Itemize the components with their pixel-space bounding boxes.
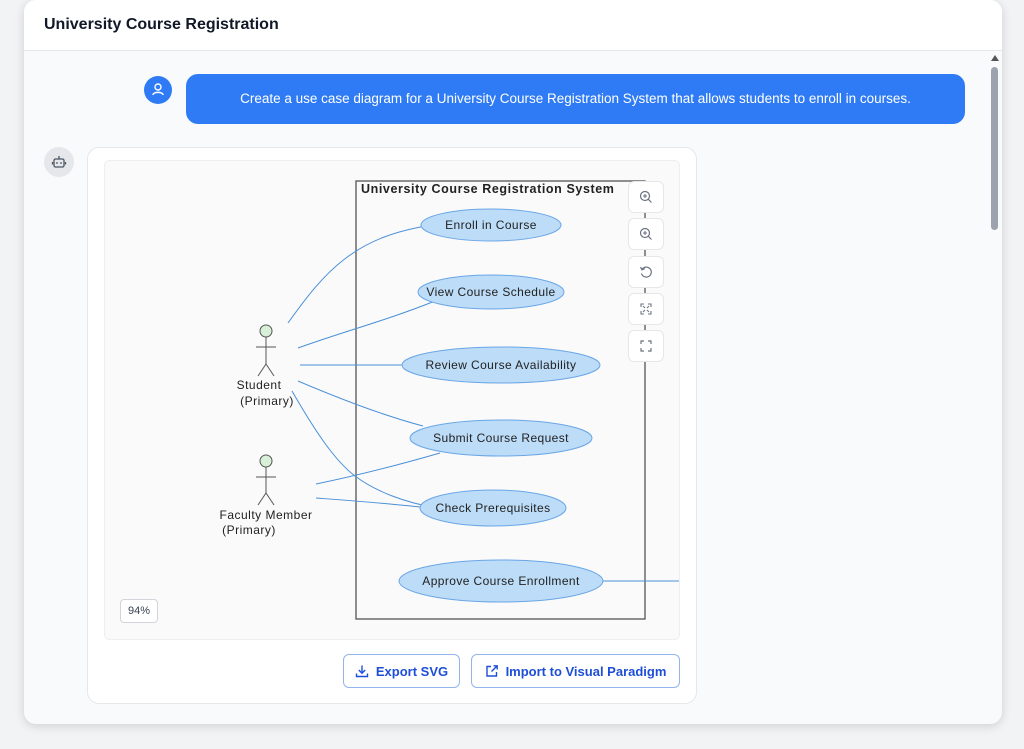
user-icon xyxy=(152,83,164,96)
export-svg-label: Export SVG xyxy=(375,663,449,679)
system-boundary xyxy=(355,180,646,620)
fit-icon xyxy=(640,303,652,315)
use-case-submit-request xyxy=(409,419,593,457)
connector xyxy=(297,300,436,349)
scroll-thumb[interactable] xyxy=(991,67,998,230)
vertical-scrollbar[interactable] xyxy=(988,51,1002,724)
connectors xyxy=(287,224,679,582)
actor-faculty-label: Faculty Member xyxy=(219,508,312,522)
external-link-icon xyxy=(485,665,498,677)
diagram-canvas[interactable]: University Course Registration System xyxy=(104,160,680,640)
system-title: University Course Registration System xyxy=(361,182,615,196)
use-case-label: Approve Course Enrollment xyxy=(422,574,580,588)
actor-student-role: (Primary) xyxy=(240,394,294,408)
zoom-out-button[interactable] xyxy=(628,218,664,250)
reset-icon xyxy=(639,266,652,278)
use-case-label: Review Course Availability xyxy=(426,358,577,372)
use-case-enroll xyxy=(420,208,562,242)
connector xyxy=(291,390,439,509)
export-svg-button[interactable]: Export SVG xyxy=(343,654,460,688)
use-case-diagram: University Course Registration System xyxy=(219,180,679,620)
download-icon xyxy=(355,665,369,678)
use-case-label: Enroll in Course xyxy=(445,218,537,232)
actor-student-label: Student xyxy=(237,378,282,392)
fullscreen-icon xyxy=(640,340,652,352)
robot-icon xyxy=(51,156,67,168)
zoom-in-button[interactable] xyxy=(628,181,664,213)
chat-area: Create a use case diagram for a Universi… xyxy=(24,51,1002,724)
fullscreen-button[interactable] xyxy=(628,330,664,362)
use-case-label: Submit Course Request xyxy=(433,431,569,445)
bot-avatar xyxy=(44,147,74,177)
use-case-approve xyxy=(398,559,604,603)
actor-faculty-role: (Primary) xyxy=(222,523,276,537)
use-case-view-schedule xyxy=(417,274,565,310)
zoom-in-icon xyxy=(639,190,652,203)
import-visual-paradigm-button[interactable]: Import to Visual Paradigm xyxy=(471,654,680,688)
use-case-check-prereq xyxy=(419,489,567,527)
use-case-label: Check Prerequisites xyxy=(436,501,551,515)
fit-view-button[interactable] xyxy=(628,293,664,325)
connector xyxy=(315,497,421,508)
zoom-level-badge: 94% xyxy=(120,599,159,623)
actor-faculty xyxy=(256,454,276,506)
connector xyxy=(297,380,424,427)
page-title: University Course Registration xyxy=(44,16,279,33)
title-bar: University Course Registration xyxy=(24,0,1002,51)
user-avatar xyxy=(144,76,172,104)
use-case-review-availability xyxy=(401,346,601,384)
actor-student xyxy=(256,324,276,377)
reset-view-button[interactable] xyxy=(628,256,664,288)
connector xyxy=(287,224,434,324)
import-visual-paradigm-label: Import to Visual Paradigm xyxy=(505,663,667,679)
scroll-up-arrow-icon[interactable] xyxy=(991,55,999,61)
use-case-label: View Course Schedule xyxy=(426,285,555,299)
app-window: University Course Registration Create a … xyxy=(24,0,1002,724)
diagram-card: University Course Registration System xyxy=(87,147,697,704)
zoom-out-icon xyxy=(639,227,652,240)
user-message: Create a use case diagram for a Universi… xyxy=(186,74,965,124)
connector xyxy=(315,452,441,485)
